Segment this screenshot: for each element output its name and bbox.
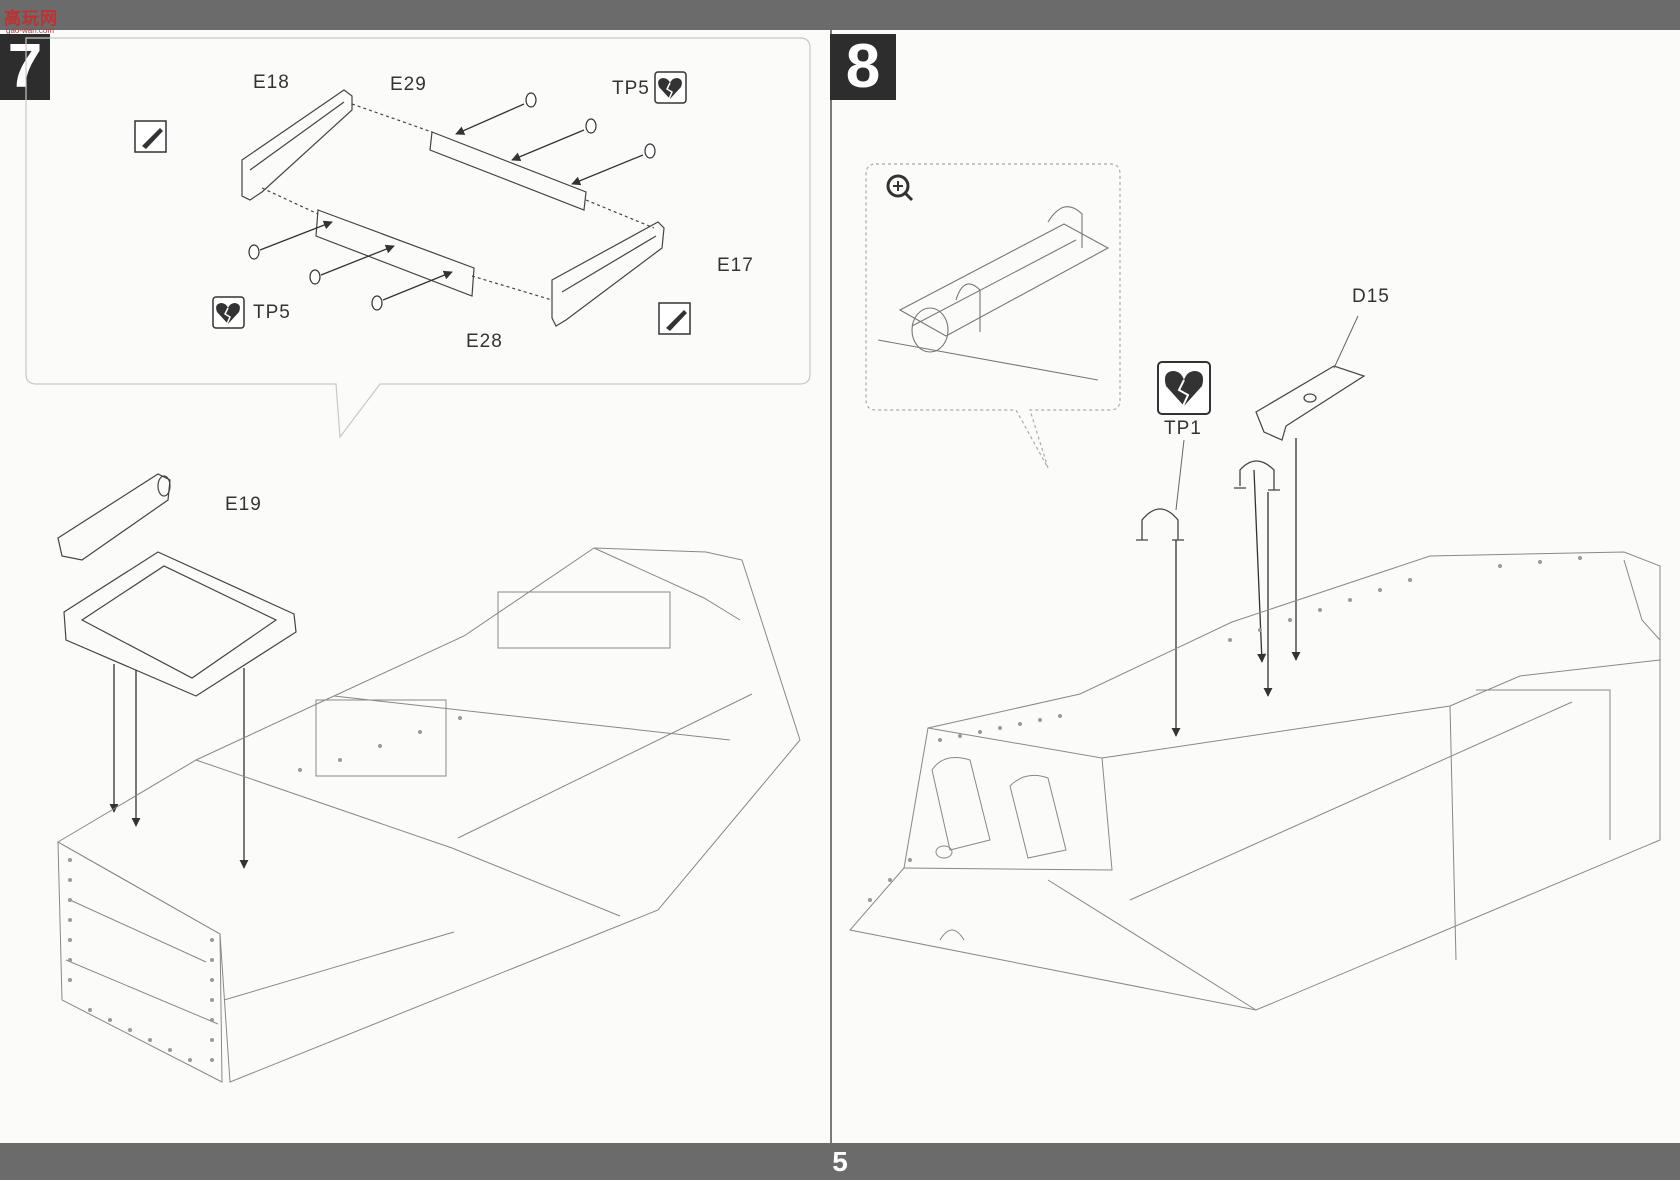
top-band bbox=[0, 0, 1680, 30]
watermark-logo: 高玩网 gao-wan.com bbox=[4, 4, 70, 38]
step-7-detail-callout bbox=[25, 37, 811, 439]
label-d15: D15 bbox=[1352, 286, 1390, 307]
step-7-frame-parts bbox=[241, 89, 665, 327]
label-tp1: TP1 bbox=[1164, 418, 1202, 439]
step-8-hull-rivets bbox=[868, 556, 1582, 902]
label-e29: E29 bbox=[390, 74, 427, 95]
step-7-pins bbox=[248, 92, 656, 311]
label-tp5-left: TP5 bbox=[253, 302, 291, 323]
step-7-down-arrows bbox=[109, 664, 249, 869]
watermark-text: 高玩网 bbox=[4, 9, 58, 28]
bottom-band bbox=[0, 1143, 1680, 1180]
label-e18: E18 bbox=[253, 72, 290, 93]
label-e28: E28 bbox=[466, 331, 503, 352]
label-e17: E17 bbox=[717, 255, 754, 276]
step-7-arrows bbox=[259, 103, 644, 301]
step-8-d15-plate bbox=[1255, 365, 1366, 441]
glue-icon bbox=[658, 302, 691, 335]
step-7-hull bbox=[57, 547, 801, 1083]
step-8-leader-lines bbox=[1175, 315, 1359, 511]
step-8-zoom-callout bbox=[865, 163, 1121, 469]
step-7-hull-rivets bbox=[68, 716, 462, 1062]
step-8-down-arrows bbox=[1171, 438, 1301, 737]
step-7-e19-parts bbox=[57, 473, 297, 697]
photo-etch-broken-heart-icon bbox=[654, 71, 687, 104]
photo-etch-broken-heart-icon bbox=[212, 296, 245, 329]
page-divider bbox=[830, 30, 832, 1143]
glue-icon bbox=[134, 120, 167, 153]
step-8-hull bbox=[849, 551, 1661, 1011]
zoom-in-icon bbox=[886, 174, 914, 202]
label-e19: E19 bbox=[225, 494, 262, 515]
step-7-badge: 7 bbox=[0, 34, 50, 100]
step-8-tp1-brackets bbox=[1136, 460, 1280, 541]
step-8-zoom-detail bbox=[877, 206, 1110, 381]
step-8-badge: 8 bbox=[830, 34, 896, 100]
watermark-subtext: gao-wan.com bbox=[6, 26, 55, 35]
label-tp5-top: TP5 bbox=[612, 78, 650, 99]
photo-etch-broken-heart-icon bbox=[1157, 361, 1211, 415]
page-number: 5 bbox=[832, 1146, 848, 1177]
